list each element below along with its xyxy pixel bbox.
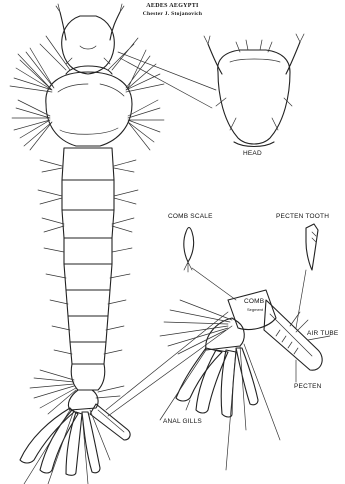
label-pecten: PECTEN: [294, 383, 322, 390]
diagram-author: Chester J. Stojanovich: [0, 11, 345, 17]
label-comb: COMB: [244, 298, 264, 305]
label-head: HEAD: [243, 150, 262, 157]
label-comb-segment: Segment: [247, 307, 263, 312]
label-leader-lines: [106, 268, 330, 416]
pecten-tooth-detail: [306, 224, 318, 270]
label-air-tube: AIR TUBE: [307, 330, 338, 337]
larva-thorax: [46, 66, 132, 146]
label-comb-scale: COMB SCALE: [168, 213, 213, 220]
label-pecten-tooth: PECTEN TOOTH: [276, 213, 329, 220]
head-detail: [204, 34, 304, 147]
abdomen-setae: [38, 160, 138, 354]
diagram-title: AEDES AEGYPTI: [0, 3, 345, 9]
comb-scale-detail: [184, 228, 194, 273]
thorax-setae: [10, 36, 164, 150]
label-anal-gills: ANAL GILLS: [163, 418, 202, 425]
